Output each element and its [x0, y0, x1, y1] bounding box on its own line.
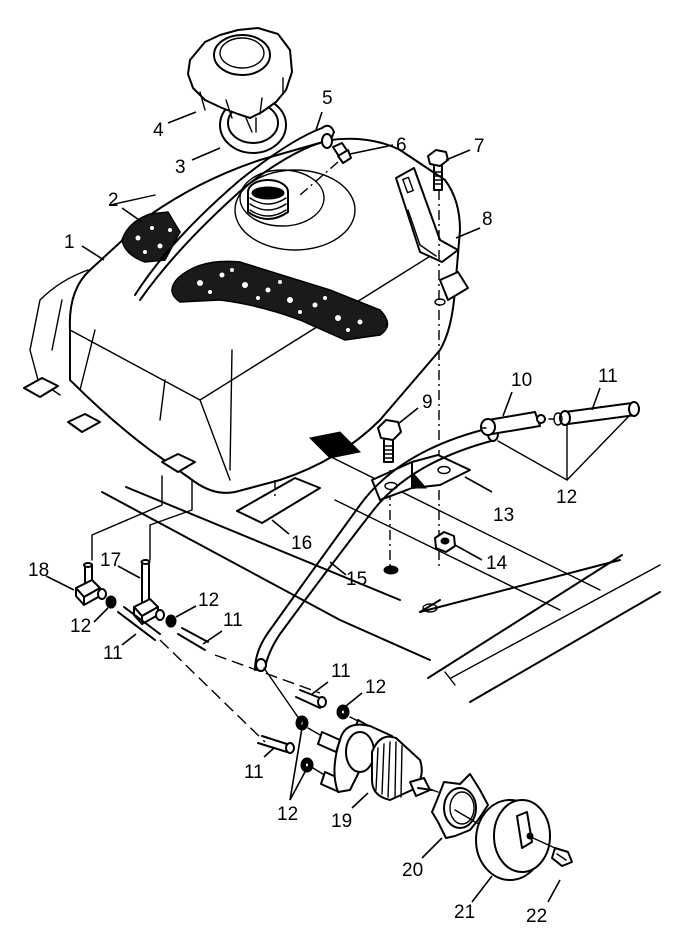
nut-14 — [434, 531, 456, 553]
bolt — [427, 149, 449, 191]
tank-outlet-guides — [91, 475, 193, 561]
screw — [551, 847, 573, 867]
callout-12-lower: 12 — [277, 804, 298, 825]
fuel-tank — [23, 137, 461, 494]
callout-1: 1 — [64, 232, 75, 253]
fuel-filter — [480, 411, 546, 436]
callout-17: 17 — [100, 550, 121, 571]
callout-12-right: 12 — [365, 677, 386, 698]
clamp — [105, 595, 117, 609]
callout-12-mid: 12 — [198, 590, 219, 611]
callout-12-top: 12 — [556, 487, 577, 508]
decal-pattern — [197, 268, 363, 332]
callout-10: 10 — [511, 370, 532, 391]
callout-8: 8 — [482, 209, 493, 230]
callout-14: 14 — [486, 553, 508, 574]
callout-11-lower: 11 — [244, 762, 264, 783]
callout-2: 2 — [108, 190, 119, 211]
bracket-13 — [371, 454, 471, 501]
fuel-valve — [263, 667, 439, 801]
fuel-line-short — [117, 606, 327, 754]
callout-11-right: 11 — [331, 661, 351, 682]
callout-9: 9 — [422, 392, 433, 413]
callout-19: 19 — [331, 811, 352, 832]
bolt-9 — [377, 419, 402, 575]
valve-knob — [475, 799, 556, 881]
callout-11-mid: 11 — [223, 610, 243, 631]
callout-4: 4 — [153, 120, 164, 141]
tank-fitting-17 — [133, 559, 165, 625]
callout-15: 15 — [346, 569, 367, 590]
callout-21: 21 — [454, 902, 475, 923]
callouts: 1 2 3 4 5 6 7 8 9 10 11 12 13 — [28, 88, 618, 927]
vent-hose — [134, 124, 335, 301]
vent-fitting — [299, 142, 352, 196]
callout-3: 3 — [175, 157, 186, 178]
callout-5: 5 — [322, 88, 333, 109]
callout-11-left: 11 — [103, 643, 123, 664]
callout-20: 20 — [402, 860, 423, 881]
callout-7: 7 — [474, 136, 485, 157]
callout-16: 16 — [291, 533, 312, 554]
decal-small-pattern — [135, 226, 172, 254]
callout-6: 6 — [396, 135, 407, 156]
fuel-line-top — [497, 401, 640, 481]
mounting-bracket — [395, 167, 469, 306]
callout-13: 13 — [493, 505, 514, 526]
pad-16 — [236, 477, 321, 524]
callout-11-top: 11 — [598, 366, 618, 387]
valve-nut — [431, 773, 489, 839]
clamp — [165, 614, 177, 628]
callout-18: 18 — [28, 560, 49, 581]
frame-hole — [422, 603, 438, 613]
callout-22: 22 — [526, 906, 547, 927]
callout-12-left: 12 — [70, 616, 91, 637]
fuel-cap — [187, 27, 293, 154]
tank-fitting-18 — [75, 562, 107, 606]
